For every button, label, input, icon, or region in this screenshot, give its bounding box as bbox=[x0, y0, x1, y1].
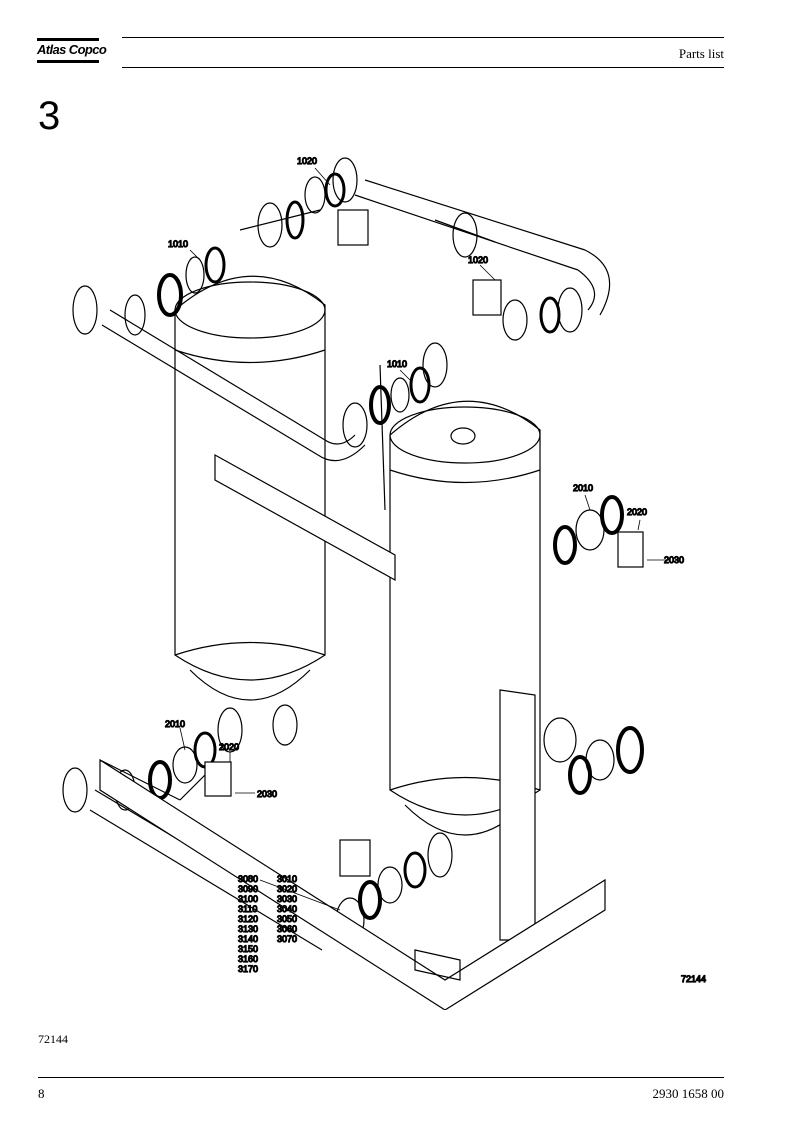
atlas-copco-logo: Atlas Copco bbox=[37, 38, 107, 66]
callout-right-item: 3040 bbox=[277, 904, 297, 914]
logo-bar-bottom bbox=[37, 60, 99, 63]
callout-right-item: 3050 bbox=[277, 914, 297, 924]
callout-left-item: 3120 bbox=[238, 914, 258, 924]
drawing-number: 72144 bbox=[681, 974, 706, 984]
callout-2030-left: 2030 bbox=[257, 789, 277, 799]
header-rule-bottom bbox=[122, 67, 724, 68]
figure-reference: 72144 bbox=[38, 1032, 68, 1046]
callout-2010-right: 2010 bbox=[573, 483, 593, 493]
logo-text: Atlas Copco bbox=[37, 42, 107, 57]
callout-left-item: 3090 bbox=[238, 884, 258, 894]
callout-1020-top-right: 1020 bbox=[468, 255, 488, 265]
logo-bar-top bbox=[37, 38, 99, 41]
callout-1010-top-right: 1010 bbox=[387, 359, 407, 369]
footer-rule bbox=[38, 1077, 724, 1078]
header-rule-top bbox=[122, 37, 724, 38]
upper-flanges bbox=[72, 157, 583, 448]
callout-right-item: 3070 bbox=[277, 934, 297, 944]
document-number: 2930 1658 00 bbox=[652, 1086, 725, 1101]
callout-left-item: 3160 bbox=[238, 954, 258, 964]
exploded-view-drawing: 1020 1010 1020 1010 2010 2020 2030 2010 … bbox=[62, 155, 707, 1010]
callout-left-item: 3130 bbox=[238, 924, 258, 934]
callout-right-item: 3060 bbox=[277, 924, 297, 934]
section-number: 3 bbox=[38, 94, 61, 138]
callout-left-item: 3140 bbox=[238, 934, 258, 944]
callout-right-item: 3030 bbox=[277, 894, 297, 904]
callout-left-item: 3100 bbox=[238, 894, 258, 904]
lower-flanges bbox=[62, 704, 453, 943]
page-number: 8 bbox=[38, 1086, 45, 1101]
callout-column-left: 3080 3090 3100 3110 3120 3130 3140 3150 … bbox=[237, 873, 258, 974]
upper-actuators bbox=[337, 209, 502, 316]
callout-right-item: 3010 bbox=[277, 874, 297, 884]
callout-left-item: 3080 bbox=[238, 874, 258, 884]
base-skid bbox=[99, 758, 606, 1010]
callout-2010-left: 2010 bbox=[165, 719, 185, 729]
right-valve-assembly bbox=[543, 495, 644, 795]
callout-left-item: 3170 bbox=[238, 964, 258, 974]
callout-2020-left: 2020 bbox=[219, 742, 239, 752]
page-title: Parts list bbox=[678, 46, 724, 61]
callout-left-item: 3110 bbox=[238, 904, 257, 914]
upper-pipes bbox=[101, 179, 611, 462]
callout-1010-top-left: 1010 bbox=[168, 239, 188, 249]
callout-left-item: 3150 bbox=[238, 944, 258, 954]
callout-column-right: 3010 3020 3030 3040 3050 3060 3070 bbox=[276, 873, 297, 944]
callout-2020-right: 2020 bbox=[627, 507, 647, 517]
callout-1020-top-left: 1020 bbox=[297, 156, 317, 166]
leader-lines bbox=[179, 167, 670, 911]
frame-supports bbox=[214, 364, 536, 941]
callout-right-item: 3020 bbox=[277, 884, 297, 894]
callout-2030-right: 2030 bbox=[664, 555, 684, 565]
